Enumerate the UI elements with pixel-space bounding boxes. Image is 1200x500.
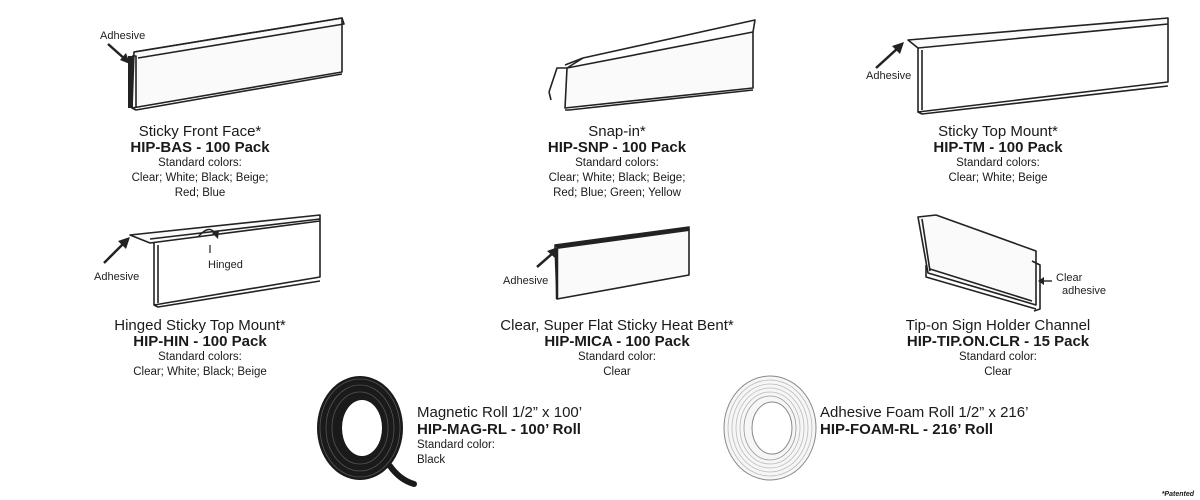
foam-roll-illustration xyxy=(723,375,817,481)
callout-line: Clear xyxy=(1056,272,1083,284)
colors-line: Clear xyxy=(603,366,631,378)
product-caption: Snap-in* HIP-SNP - 100 Pack Standard col… xyxy=(437,124,797,201)
colors-line: Clear; White; Black; Beige xyxy=(133,366,267,378)
patented-footnote: *Patented xyxy=(1161,491,1194,498)
product-caption: Sticky Front Face* HIP-BAS - 100 Pack St… xyxy=(20,124,380,201)
colors-line: Clear xyxy=(984,366,1012,378)
product-hinged-sticky-top-mount: Adhesive Hinged Hinged Sticky Top Mount*… xyxy=(20,205,380,420)
product-tip-on-channel: Clear adhesive Tip-on Sign Holder Channe… xyxy=(818,205,1178,420)
product-caption: Hinged Sticky Top Mount* HIP-HIN - 100 P… xyxy=(20,318,380,380)
adhesive-callout: Adhesive xyxy=(503,275,549,287)
colors-line: Black xyxy=(417,454,446,466)
roll-sku: HIP-MAG-RL - 100’ Roll xyxy=(417,421,581,438)
clear-adhesive-callout: Clear adhesive xyxy=(1056,272,1106,298)
magnetic-roll-caption: Magnetic Roll 1/2” x 100’ HIP-MAG-RL - 1… xyxy=(417,404,582,468)
colors-line: Clear; White; Beige xyxy=(948,172,1048,184)
product-sku: HIP-BAS - 100 Pack xyxy=(130,139,270,156)
product-name: Sticky Front Face* xyxy=(138,123,262,140)
roll-name: Magnetic Roll 1/2” x 100’ xyxy=(417,404,583,421)
product-name: Sticky Top Mount* xyxy=(938,123,1058,140)
adhesive-callout: Adhesive xyxy=(866,70,912,82)
sticky-top-mount-illustration xyxy=(875,17,1169,115)
product-name: Clear, Super Flat Sticky Heat Bent* xyxy=(500,317,734,334)
product-snap-in: Snap-in* HIP-SNP - 100 Pack Standard col… xyxy=(437,10,797,225)
product-name: Snap-in* xyxy=(588,123,646,140)
hinged-callout: Hinged xyxy=(208,259,243,271)
product-name: Hinged Sticky Top Mount* xyxy=(114,317,286,334)
product-sku: HIP-TM - 100 Pack xyxy=(933,139,1063,156)
product-caption: Clear, Super Flat Sticky Heat Bent* HIP-… xyxy=(437,318,797,380)
standard-colors-label: Standard color: xyxy=(959,351,1037,363)
standard-colors-label: Standard colors: xyxy=(158,157,242,169)
mica-illustration xyxy=(536,226,690,300)
product-caption: Sticky Top Mount* HIP-TM - 100 Pack Stan… xyxy=(818,124,1178,186)
standard-colors-label: Standard colors: xyxy=(158,351,242,363)
product-sku: HIP-TIP.ON.CLR - 15 Pack xyxy=(906,333,1090,350)
product-caption: Tip-on Sign Holder Channel HIP-TIP.ON.CL… xyxy=(818,318,1178,380)
standard-colors-label: Standard color: xyxy=(417,439,495,451)
foam-roll-caption: Adhesive Foam Roll 1/2” x 216’ HIP-FOAM-… xyxy=(820,404,1028,438)
sticky-front-face-illustration xyxy=(107,17,345,111)
product-name: Tip-on Sign Holder Channel xyxy=(905,317,1091,334)
product-sticky-front-face: Adhesive Sticky Front Face* HIP-BAS - 10… xyxy=(20,10,380,225)
roll-sku: HIP-FOAM-RL - 216’ Roll xyxy=(820,421,994,438)
callout-line: adhesive xyxy=(1062,285,1107,297)
magnetic-roll-illustration xyxy=(317,376,417,487)
standard-colors-label: Standard colors: xyxy=(575,157,659,169)
snap-in-illustration xyxy=(548,19,756,111)
standard-colors-label: Standard colors: xyxy=(956,157,1040,169)
colors-line: Clear; White; Black; Beige; xyxy=(548,172,686,184)
colors-line: Red; Blue xyxy=(174,187,226,199)
hinged-top-mount-illustration xyxy=(103,214,321,308)
product-sku: HIP-SNP - 100 Pack xyxy=(547,139,687,156)
product-sticky-top-mount: Adhesive Sticky Top Mount* HIP-TM - 100 … xyxy=(818,10,1178,225)
colors-line: Clear; White; Black; Beige; xyxy=(131,172,269,184)
adhesive-callout: Adhesive xyxy=(100,30,146,42)
product-sku: HIP-MICA - 100 Pack xyxy=(544,333,690,350)
adhesive-callout: Adhesive xyxy=(94,271,140,283)
tip-on-channel-illustration xyxy=(917,214,1052,312)
product-sku: HIP-HIN - 100 Pack xyxy=(133,333,267,350)
product-clear-super-flat: Adhesive Clear, Super Flat Sticky Heat B… xyxy=(437,205,797,420)
colors-line: Red; Blue; Green; Yellow xyxy=(553,187,681,199)
roll-name: Adhesive Foam Roll 1/2” x 216’ xyxy=(820,404,1029,421)
standard-colors-label: Standard color: xyxy=(578,351,656,363)
